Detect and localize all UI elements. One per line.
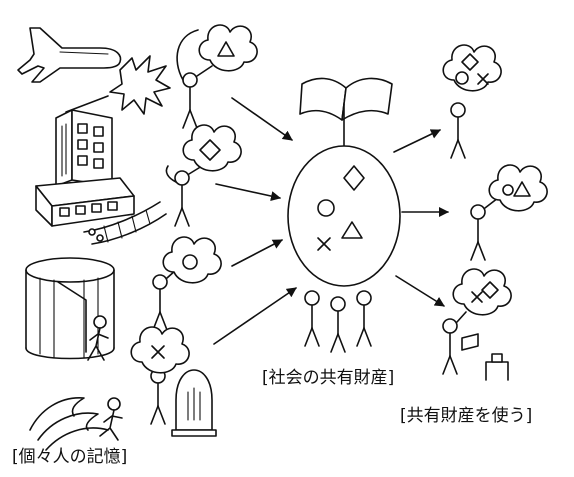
personal-memory-label: [個々人の記憶]	[12, 447, 127, 467]
shared-memory-ellipse	[287, 145, 401, 287]
thought-bubble-icon	[488, 164, 548, 212]
wave-icon	[29, 397, 109, 451]
thought-bubble-icon	[182, 124, 242, 172]
signboard-icon	[461, 333, 479, 351]
stick-figure-icon	[87, 315, 109, 361]
thought-bubble-icon	[130, 326, 190, 374]
revolving-door-icon	[25, 257, 115, 360]
book-icon	[299, 77, 393, 149]
stick-figure-icon	[150, 368, 166, 425]
shared-property-label: [社会の共有財産]	[262, 368, 394, 388]
stick-figure-icon	[304, 290, 372, 353]
building-icon	[35, 109, 135, 227]
thought-bubble-icon	[452, 268, 512, 316]
stick-figure-icon	[450, 102, 466, 159]
stone-monument-icon	[171, 369, 217, 437]
explosion-icon	[109, 55, 171, 115]
airplane-icon	[17, 27, 122, 83]
stick-figure-icon	[99, 397, 123, 441]
thought-bubble-icon	[442, 44, 502, 92]
thought-bubble-icon	[162, 236, 222, 284]
stick-figure-icon	[470, 197, 499, 261]
stone-monument-icon	[485, 353, 509, 381]
thought-bubble-icon	[198, 24, 258, 72]
stick-figure-icon	[182, 65, 213, 129]
stick-figure-icon	[442, 311, 467, 375]
stick-figure-icon	[174, 165, 203, 227]
stick-figure-icon	[152, 269, 177, 331]
railway-icon	[83, 201, 167, 245]
use-shared-property-label: [共有財産を使う]	[400, 405, 532, 426]
